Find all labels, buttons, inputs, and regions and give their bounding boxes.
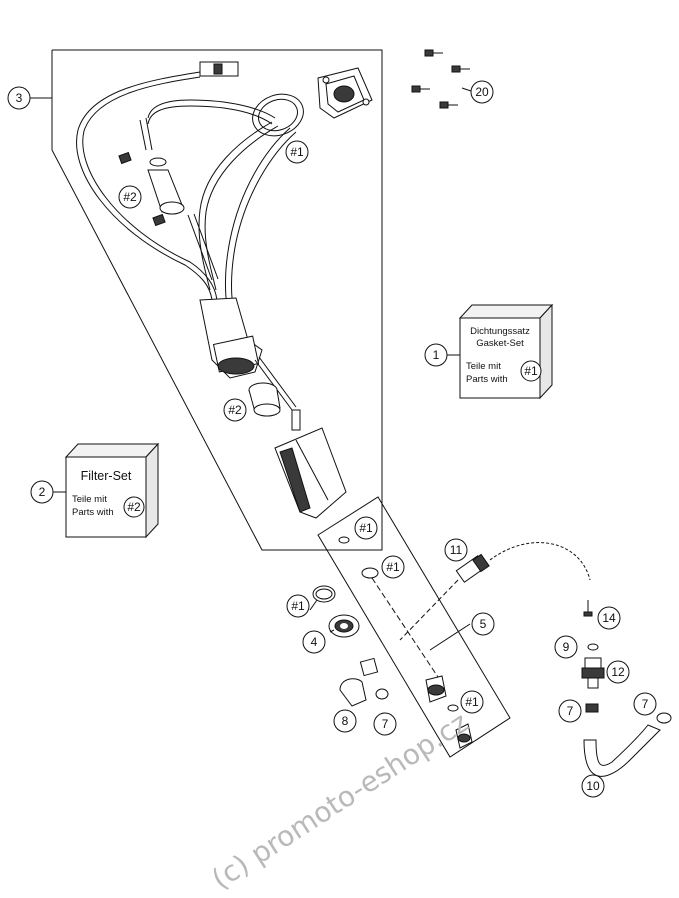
callout-5: 5	[480, 617, 487, 631]
gasket-box-line4: Parts with	[466, 374, 508, 385]
callout-14: 14	[602, 611, 616, 625]
gasket-box-ref: #1	[524, 364, 538, 378]
assembly-outline-5	[317, 496, 511, 758]
filter-box-line1: Teile mit	[72, 494, 107, 505]
callout-7b: 7	[567, 704, 574, 718]
quick-connector-11	[399, 542, 591, 641]
filter-box-line2: Parts with	[72, 507, 114, 518]
filter-box-ref: #2	[127, 500, 141, 514]
callout-8: 8	[342, 714, 349, 728]
reference-markers: #1 #2 #2 #1 #1 #1 #1	[118, 140, 484, 714]
callout-2: 2	[39, 485, 46, 499]
callout-9: 9	[563, 640, 570, 654]
ref-1-top: #1	[290, 145, 304, 159]
pump-housing	[274, 409, 347, 519]
filter-box-title: Filter-Set	[81, 469, 132, 483]
screws-20	[411, 49, 470, 109]
left-side-parts	[312, 585, 389, 707]
callout-7c: 7	[642, 697, 649, 711]
flange-gasket	[252, 93, 304, 137]
panel-5-parts	[338, 536, 473, 749]
callout-4: 4	[311, 635, 318, 649]
callout-20: 20	[475, 85, 489, 99]
watermark: (c) promoto-eshop.cz	[206, 706, 474, 896]
ref-1-panel-a: #1	[359, 521, 373, 535]
ref-1-left: #1	[291, 599, 305, 613]
callouts: 3 1 2 20 11 5 4 8 7 14 9 12 7 7 10	[7, 80, 657, 798]
callout-7a: 7	[382, 717, 389, 731]
filter-sleeve	[248, 382, 281, 417]
ref-1-panel-c: #1	[465, 695, 479, 709]
filter-set-box: Filter-Set Teile mit Parts with #2	[64, 442, 160, 539]
callout-10: 10	[586, 779, 600, 793]
ref-2-top: #2	[123, 190, 137, 204]
callout-1: 1	[433, 348, 440, 362]
callout-3: 3	[16, 91, 23, 105]
ref-1-panel-b: #1	[386, 560, 400, 574]
gasket-box-line1: Dichtungssatz	[470, 326, 530, 337]
callout-12: 12	[611, 665, 625, 679]
ref-2-mid: #2	[228, 403, 242, 417]
right-side-parts	[581, 600, 672, 777]
wiring-harness	[76, 61, 297, 331]
fuel-filter	[118, 151, 185, 227]
assembly-outline-3	[51, 49, 383, 551]
gasket-box-line2: Gasket-Set	[476, 338, 524, 349]
gasket-set-box: Dichtungssatz Gasket-Set Teile mit Parts…	[458, 303, 554, 400]
gasket-box-line3: Teile mit	[466, 361, 501, 372]
callout-11: 11	[450, 543, 463, 557]
fuel-pump-motor	[199, 297, 297, 411]
pump-flange	[317, 67, 373, 119]
